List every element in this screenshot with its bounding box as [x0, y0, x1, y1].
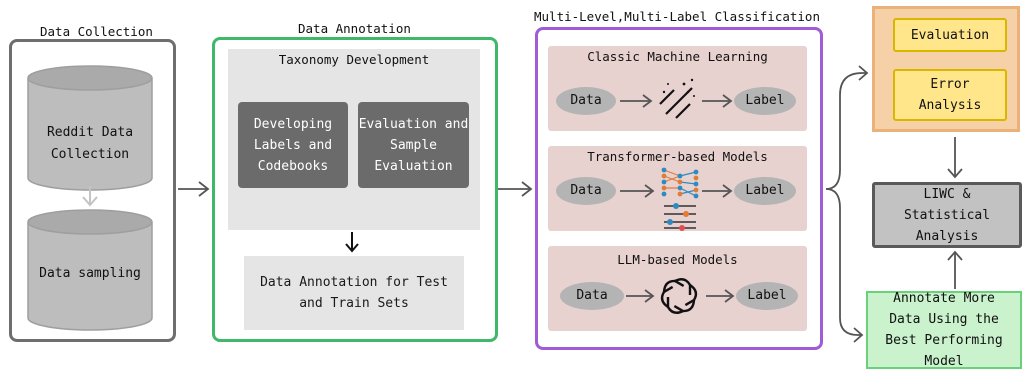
evaluation-box: Evaluation [893, 18, 1007, 52]
classic-ml-arrows [620, 94, 733, 108]
classic-ml-data: Data [556, 87, 616, 115]
reddit-data-collection-label: Reddit Data Collection [46, 125, 134, 162]
transformer-network-icon [661, 167, 699, 231]
llm-label: Label [736, 282, 798, 310]
liwc-analysis-box: LIWC & Statistical Analysis [872, 182, 1022, 248]
data-sampling-label: Data sampling [39, 266, 141, 281]
data-collection-panel [9, 39, 176, 342]
taxonomy-development-title: Taxonomy Development [278, 52, 430, 67]
classic-ml-title: Classic Machine Learning [587, 49, 768, 64]
classification-title: Multi-Level,Multi-Label Classification [534, 9, 820, 24]
transformer-data: Data [556, 177, 616, 205]
transformer-arrows [620, 184, 733, 198]
sampling-cylinder [27, 209, 153, 331]
llm-title: LLM-based Models [617, 252, 738, 267]
transformer-title: Transformer-based Models [587, 149, 768, 164]
data-annotation-panel [212, 37, 498, 342]
llm-data: Data [560, 282, 624, 310]
transformer-label: Label [734, 177, 796, 205]
openai-logo-icon [660, 278, 698, 314]
evaluation-sample-box: Evaluation and Sample Evaluation [358, 102, 469, 188]
data-annotation-sets-box: Data Annotation for Test and Train Sets [244, 256, 464, 330]
eval-to-liwc-arrow [947, 137, 963, 179]
classic-ml-label: Label [734, 87, 796, 115]
data-annotation-title: Data Annotation [298, 21, 411, 36]
annotate-to-liwc-arrow [947, 250, 963, 289]
arrow-collection-annotation [178, 181, 210, 197]
classification-brace [825, 65, 869, 343]
classification-panel [535, 27, 823, 350]
taxonomy-down-arrow [345, 232, 359, 253]
data-collection-title: Data Collection [40, 24, 153, 39]
llm-arrows [626, 289, 735, 303]
error-analysis-box: Error Analysis [893, 69, 1007, 121]
collection-down-arrow [82, 186, 98, 207]
developing-labels-box: Developing Labels and Codebooks [238, 102, 348, 188]
arrow-annotation-classification [498, 181, 533, 197]
annotate-more-box: Annotate More Data Using the Best Perfor… [866, 291, 1022, 369]
ml-sparkle-icon [659, 78, 695, 119]
